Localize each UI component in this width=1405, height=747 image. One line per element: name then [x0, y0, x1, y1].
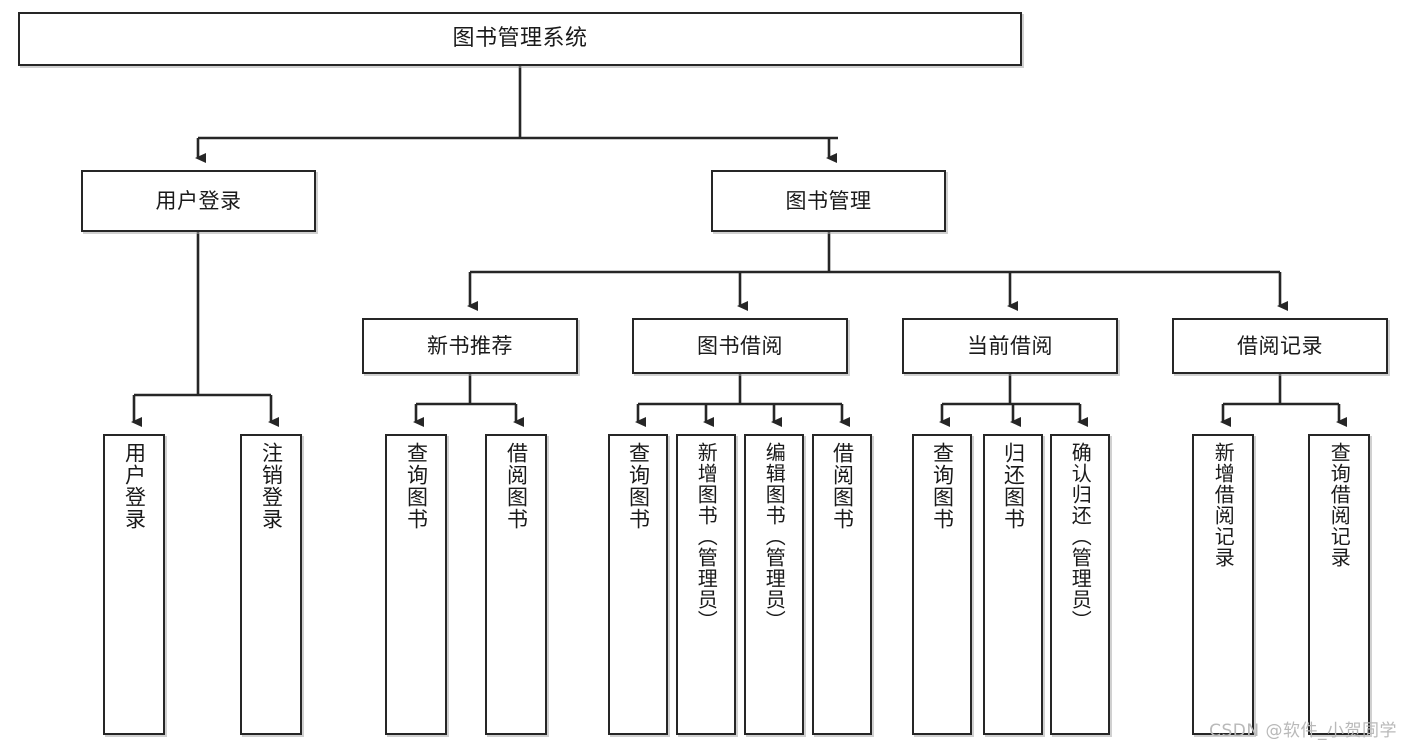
node-label: 新书推荐	[427, 333, 513, 358]
node-user-login[interactable]: 用户登录	[81, 170, 316, 232]
leaf-query-book-current[interactable]: 查询图书	[912, 434, 972, 735]
node-label: 图书管理	[785, 188, 872, 213]
leaf-borrow-book-rec[interactable]: 借阅图书	[485, 434, 547, 735]
node-label: 新增图书（管理员）	[694, 442, 719, 631]
node-label: 查询借阅记录	[1327, 442, 1352, 568]
node-label: 图书借阅	[697, 333, 783, 358]
node-label: 当前借阅	[967, 333, 1053, 358]
node-label: 用户登录	[155, 188, 242, 213]
node-current-borrow[interactable]: 当前借阅	[902, 318, 1118, 374]
node-label: 注销登录	[259, 442, 284, 530]
leaf-query-book-borrow[interactable]: 查询图书	[608, 434, 668, 735]
node-label: 查询图书	[404, 442, 429, 530]
node-label: 用户登录	[122, 442, 147, 530]
node-label: 查询图书	[930, 442, 955, 530]
node-label: 确认归还（管理员）	[1068, 442, 1093, 631]
leaf-borrow-book-borrow[interactable]: 借阅图书	[812, 434, 872, 735]
node-label: 编辑图书（管理员）	[762, 442, 787, 631]
watermark: CSDN @软件_小贺同学	[1209, 721, 1397, 741]
node-borrow-record[interactable]: 借阅记录	[1172, 318, 1388, 374]
leaf-query-borrow-record[interactable]: 查询借阅记录	[1308, 434, 1370, 735]
node-label: 查询图书	[626, 442, 651, 530]
leaf-return-book[interactable]: 归还图书	[983, 434, 1043, 735]
node-book-borrow[interactable]: 图书借阅	[632, 318, 848, 374]
node-label: 借阅图书	[504, 442, 529, 530]
leaf-add-book-admin[interactable]: 新增图书（管理员）	[676, 434, 736, 735]
node-label: 借阅图书	[830, 442, 855, 530]
node-label: 借阅记录	[1237, 333, 1323, 358]
leaf-confirm-return-admin[interactable]: 确认归还（管理员）	[1050, 434, 1110, 735]
leaf-logout[interactable]: 注销登录	[240, 434, 302, 735]
leaf-edit-book-admin[interactable]: 编辑图书（管理员）	[744, 434, 804, 735]
node-root-system[interactable]: 图书管理系统	[18, 12, 1022, 66]
node-new-book-recommend[interactable]: 新书推荐	[362, 318, 578, 374]
leaf-add-borrow-record[interactable]: 新增借阅记录	[1192, 434, 1254, 735]
leaf-query-book-rec[interactable]: 查询图书	[385, 434, 447, 735]
node-label: 图书管理系统	[452, 26, 588, 52]
node-label: 新增借阅记录	[1211, 442, 1236, 568]
node-label: 归还图书	[1001, 442, 1026, 530]
node-book-management[interactable]: 图书管理	[711, 170, 946, 232]
leaf-user-login[interactable]: 用户登录	[103, 434, 165, 735]
